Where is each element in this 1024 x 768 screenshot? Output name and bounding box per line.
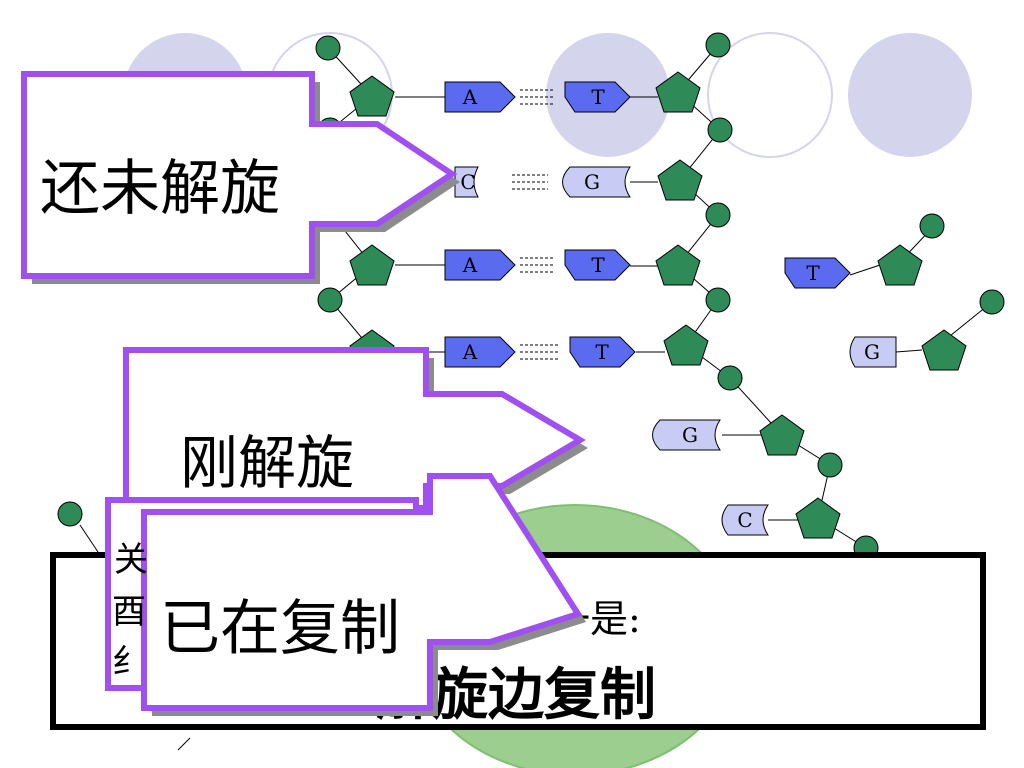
base-letter: T — [591, 85, 605, 109]
sugar-pentagon — [921, 329, 967, 371]
phosphate — [705, 202, 731, 228]
base-letter: G — [682, 423, 698, 447]
callout-not-unwound — [21, 71, 458, 279]
base-shape — [564, 249, 631, 281]
base-shape — [444, 336, 516, 368]
phosphate — [979, 289, 1005, 315]
sugar-pentagon — [663, 324, 709, 366]
phosphate — [717, 365, 743, 391]
base-shape — [562, 166, 631, 198]
sugar-pentagon — [655, 71, 701, 113]
phosphate — [707, 117, 733, 143]
base-letter: A — [462, 340, 478, 364]
base-shape — [569, 336, 636, 368]
phosphate — [705, 32, 731, 58]
base-shape — [849, 336, 897, 368]
base-letter: T — [806, 261, 820, 285]
strand-fragment — [177, 737, 191, 751]
base-letter: A — [462, 253, 478, 277]
base-shape — [652, 419, 721, 451]
base-letter: T — [591, 253, 605, 277]
sugar-pentagon — [349, 75, 395, 117]
strand-fragment — [79, 524, 101, 556]
sugar-pentagon — [657, 159, 703, 201]
phosphate — [817, 452, 843, 478]
phosphate — [919, 213, 945, 239]
base-letter: G — [584, 170, 600, 194]
base-letter: T — [595, 340, 609, 364]
base-letter: C — [737, 508, 752, 532]
base-shape — [784, 257, 851, 289]
sugar-pentagon — [759, 414, 805, 456]
partial-text: 关 — [114, 540, 148, 580]
phosphate — [315, 35, 341, 61]
base-letter: C — [460, 170, 475, 194]
phosphate — [57, 501, 83, 527]
base-shape — [454, 166, 479, 198]
purine-bases — [444, 81, 851, 368]
callout-replicating — [141, 473, 583, 711]
bg-circle-4 — [707, 32, 833, 158]
phosphate — [317, 287, 343, 313]
bg-circle-5 — [848, 33, 972, 157]
sugar-pentagon — [349, 244, 395, 286]
partial-text: 纟 — [112, 642, 146, 682]
label-just-unwound: 刚解旋 — [180, 429, 355, 497]
sugar-pentagon — [795, 497, 841, 539]
base-shape — [444, 81, 516, 113]
base-letter: A — [462, 85, 478, 109]
sugar-pentagon — [877, 244, 923, 286]
base-shape — [444, 249, 516, 281]
sugars — [349, 71, 967, 539]
partial-text: 酉 — [112, 592, 146, 632]
label-not-unwound: 还未解旋 — [40, 154, 280, 224]
base-shape — [721, 504, 769, 536]
phosphate — [705, 287, 731, 313]
sugar-pentagon — [655, 244, 701, 286]
base-shape — [564, 81, 631, 113]
hydrogen-bonds — [512, 89, 558, 360]
base-letter: G — [864, 340, 880, 364]
label-replicating: 已在复制 — [160, 594, 400, 664]
